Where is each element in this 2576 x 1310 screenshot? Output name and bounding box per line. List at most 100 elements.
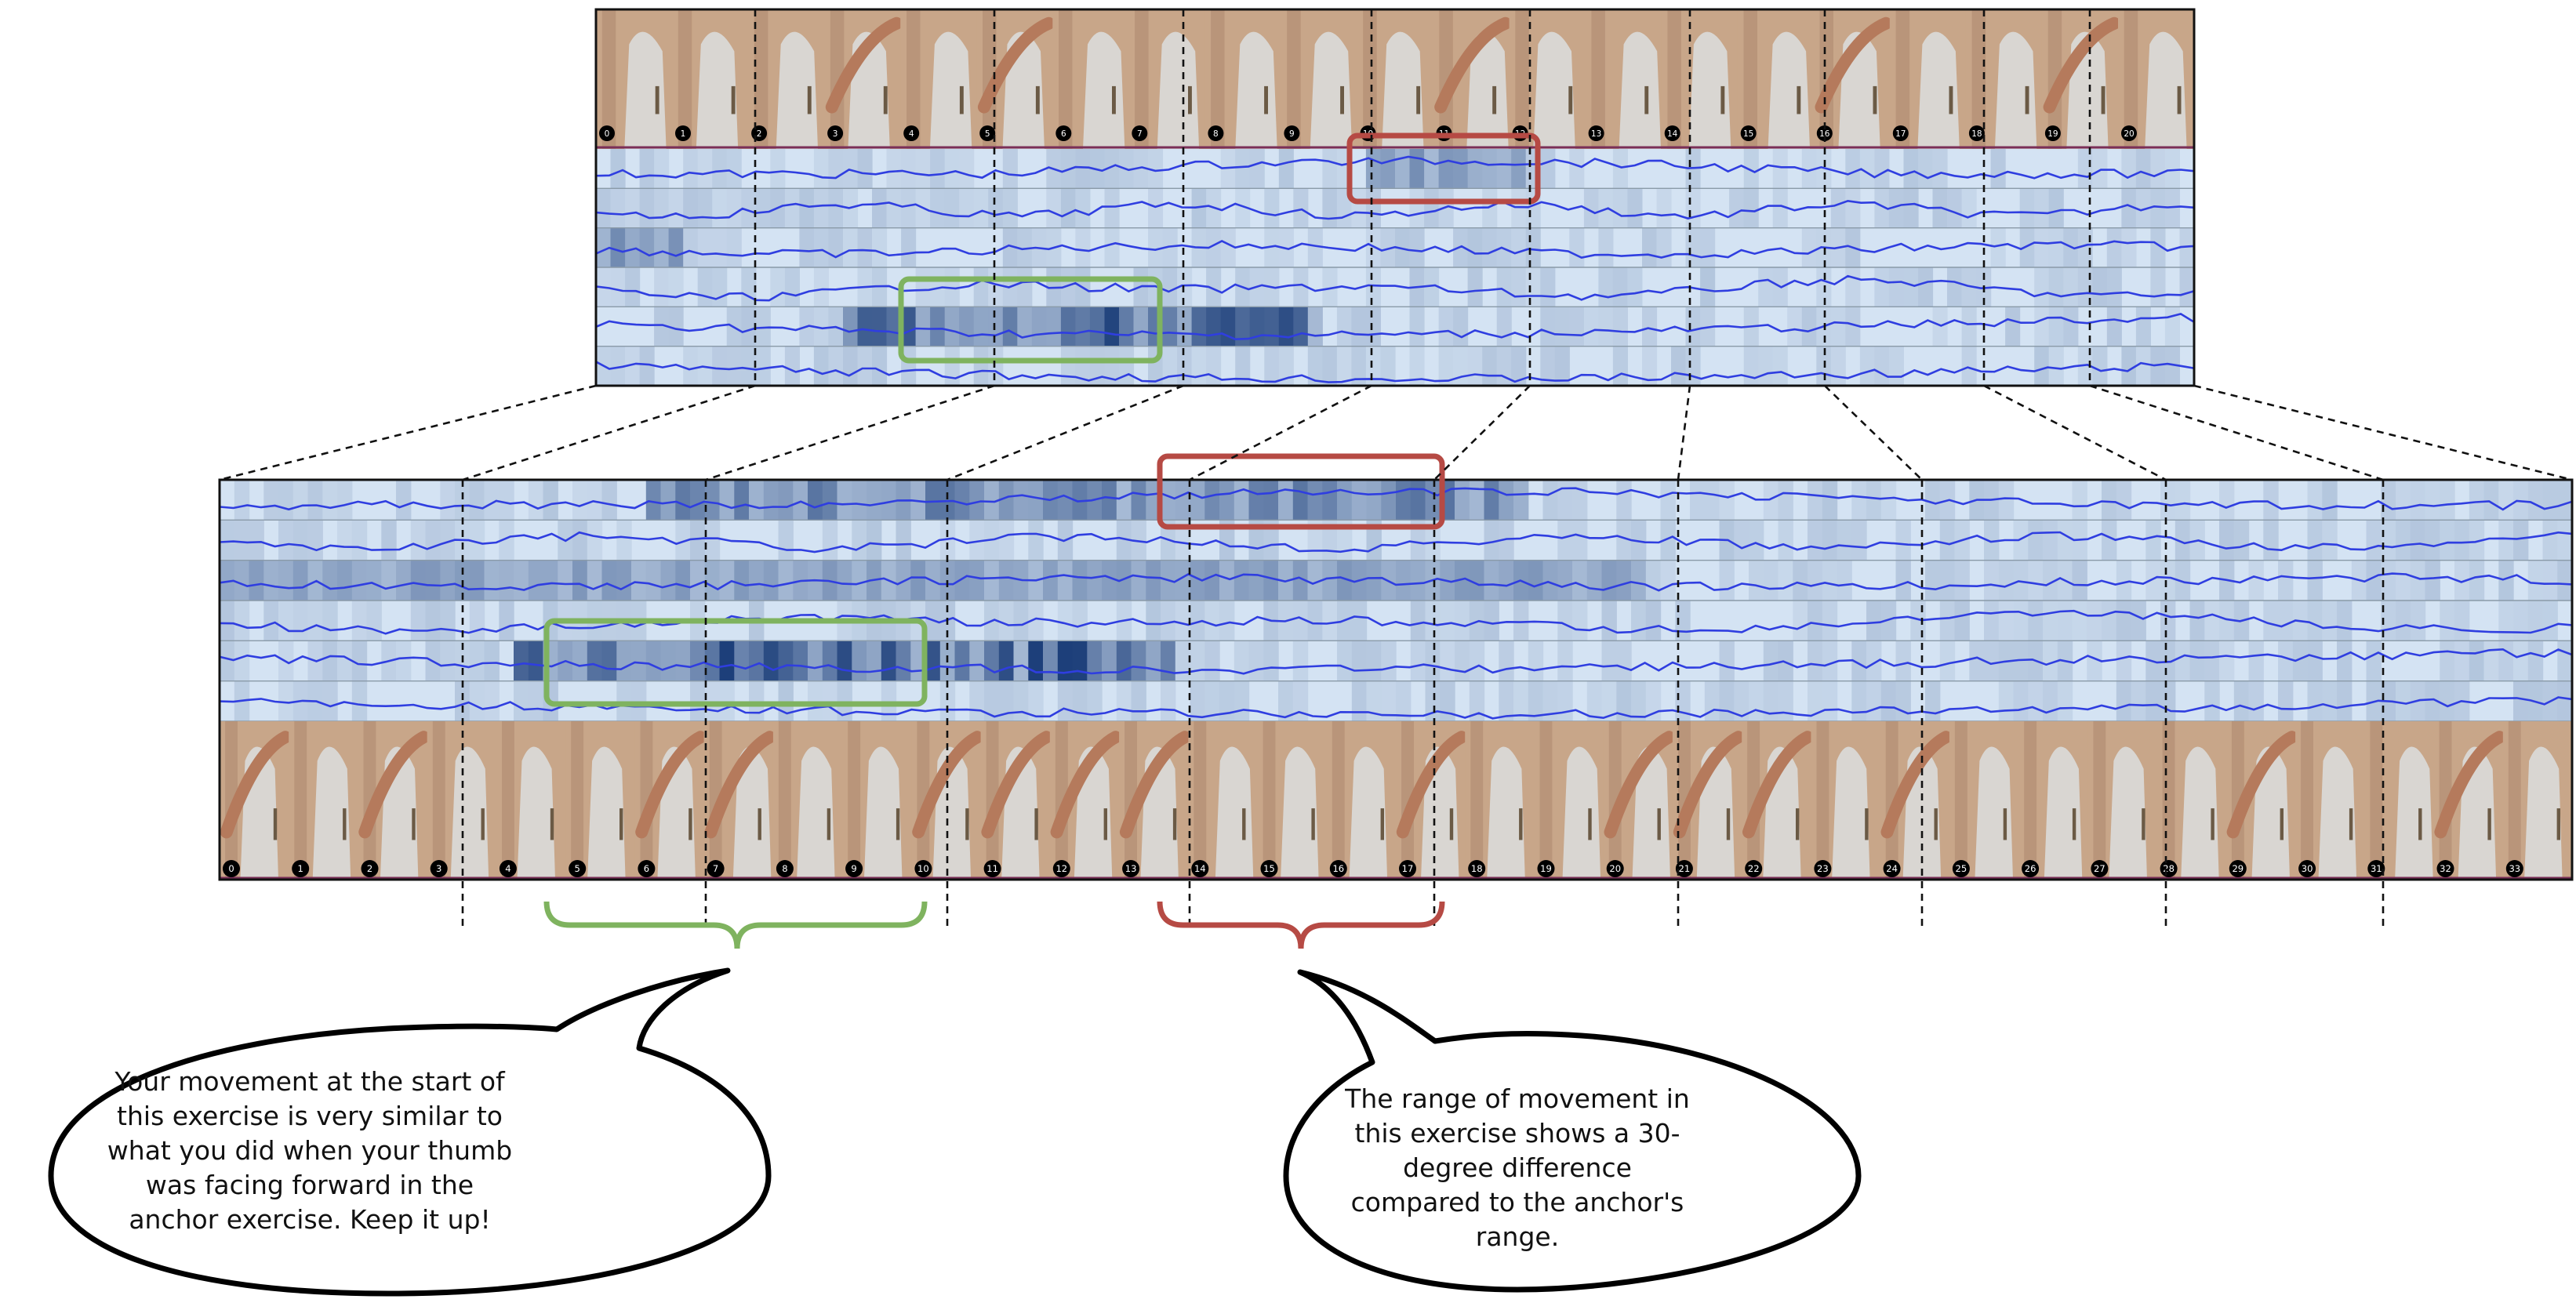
heatmap-cell — [675, 640, 691, 681]
heatmap-cell — [1438, 346, 1454, 386]
heatmap-cell — [1496, 307, 1512, 347]
video-frame — [2087, 721, 2158, 880]
heatmap-cell — [2454, 560, 2470, 601]
heatmap-cell — [822, 480, 838, 521]
video-frame — [1433, 9, 1512, 149]
heatmap-cell — [1499, 560, 1514, 601]
heatmap-cell — [1808, 640, 1823, 681]
heatmap-cell — [1263, 520, 1279, 561]
heatmap-cell — [1778, 560, 1793, 601]
heatmap-cell — [1808, 520, 1823, 561]
heatmap-cell — [901, 227, 917, 267]
heatmap-cell — [2425, 480, 2440, 521]
video-frame — [358, 721, 431, 880]
heatmap-cell — [2034, 307, 2050, 347]
heatmap-cell — [704, 640, 721, 681]
heatmap-cell — [2013, 680, 2029, 721]
heatmap-cell — [2454, 640, 2470, 681]
heatmap-cell — [872, 227, 888, 267]
frame-index-label: 13 — [1591, 129, 1601, 139]
heatmap-cell — [1013, 640, 1029, 681]
heatmap-cell — [1874, 188, 1890, 228]
heatmap-cell — [2028, 601, 2044, 641]
heatmap-cell — [2469, 560, 2485, 601]
frame-index-label: 8 — [1213, 129, 1219, 139]
heatmap-cell — [886, 188, 902, 228]
heatmap-cell — [1569, 227, 1585, 267]
heatmap-cell — [1586, 560, 1603, 601]
heatmap-cell — [2396, 601, 2411, 641]
heatmap-cell — [1525, 227, 1541, 267]
heatmap-cell — [351, 680, 368, 721]
heatmap-cell — [1409, 188, 1425, 228]
heatmap-cell — [1874, 149, 1890, 189]
heatmap-cell — [2527, 601, 2544, 641]
heatmap-cell — [1660, 520, 1676, 561]
heatmap-cell — [654, 267, 670, 307]
heatmap-cell — [1729, 188, 1745, 228]
alignment-connector — [2089, 384, 2384, 481]
heatmap-cell — [2043, 601, 2058, 641]
heatmap-cell — [2102, 480, 2117, 521]
heatmap-cell — [249, 560, 264, 601]
heatmap-cell — [1719, 640, 1735, 681]
heatmap-cell — [2092, 346, 2108, 386]
alignment-connector — [219, 384, 597, 481]
heatmap-cell — [1918, 149, 1934, 189]
heatmap-cell — [1043, 560, 1059, 601]
heatmap-cell — [351, 640, 368, 681]
heatmap-cell — [998, 640, 1015, 681]
heatmap-cell — [1469, 560, 1485, 601]
frame-index-marker — [292, 860, 310, 877]
heatmap-cell — [2204, 680, 2220, 721]
heatmap-cell — [1822, 640, 1838, 681]
heatmap-cell — [998, 520, 1015, 561]
heatmap-cell — [1601, 680, 1617, 721]
frame-index-label: 6 — [1061, 129, 1066, 139]
heatmap-cell — [616, 520, 632, 561]
heatmap-cell — [1263, 640, 1279, 681]
heatmap-cell — [2542, 520, 2558, 561]
heatmap-cell — [1778, 520, 1793, 561]
frame-index-marker — [1052, 860, 1070, 877]
heatmap-cell — [925, 480, 941, 521]
heatmap-cell — [601, 640, 617, 681]
heatmap-cell — [973, 267, 989, 307]
heatmap-cell — [969, 680, 985, 721]
heatmap-cell — [469, 680, 485, 721]
heatmap-cell — [2150, 227, 2166, 267]
heatmap-cell — [1704, 480, 1720, 521]
heatmap-cell — [616, 680, 632, 721]
heatmap-cell — [1772, 188, 1788, 228]
frame-index-label: 18 — [1471, 863, 1483, 874]
heatmap-cell — [784, 346, 800, 386]
heatmap-cell — [1204, 480, 1220, 521]
heatmap-cell — [514, 680, 529, 721]
heatmap-cell — [1292, 601, 1309, 641]
heatmap-cell — [1866, 601, 1882, 641]
heatmap-cell — [828, 149, 844, 189]
attempt-panel-border — [218, 478, 2574, 881]
heatmap-cell — [1060, 188, 1076, 228]
heatmap-cell — [1778, 680, 1793, 721]
heatmap-cell — [2063, 307, 2079, 347]
heatmap-cell — [263, 601, 279, 641]
heatmap-cell — [220, 640, 235, 681]
video-frame — [1813, 9, 1892, 149]
frame-index-label: 1 — [681, 129, 686, 139]
heatmap-cell — [425, 520, 441, 561]
heatmap-cell — [944, 149, 960, 189]
heatmap-cell — [1410, 480, 1426, 521]
heatmap-cell — [1830, 307, 1846, 347]
heatmap-cell — [381, 560, 397, 601]
heatmap-cell — [2440, 480, 2455, 521]
heatmap-cell — [440, 520, 456, 561]
anchor-signal-lines — [596, 155, 2194, 386]
video-frame — [672, 9, 749, 149]
heatmap-cell — [2337, 601, 2353, 641]
heatmap-cell — [1895, 560, 1911, 601]
heatmap-cell — [1557, 560, 1573, 601]
heatmap-cell — [292, 520, 309, 561]
heatmap-cell — [1845, 188, 1861, 228]
heatmap-cell — [2116, 601, 2132, 641]
